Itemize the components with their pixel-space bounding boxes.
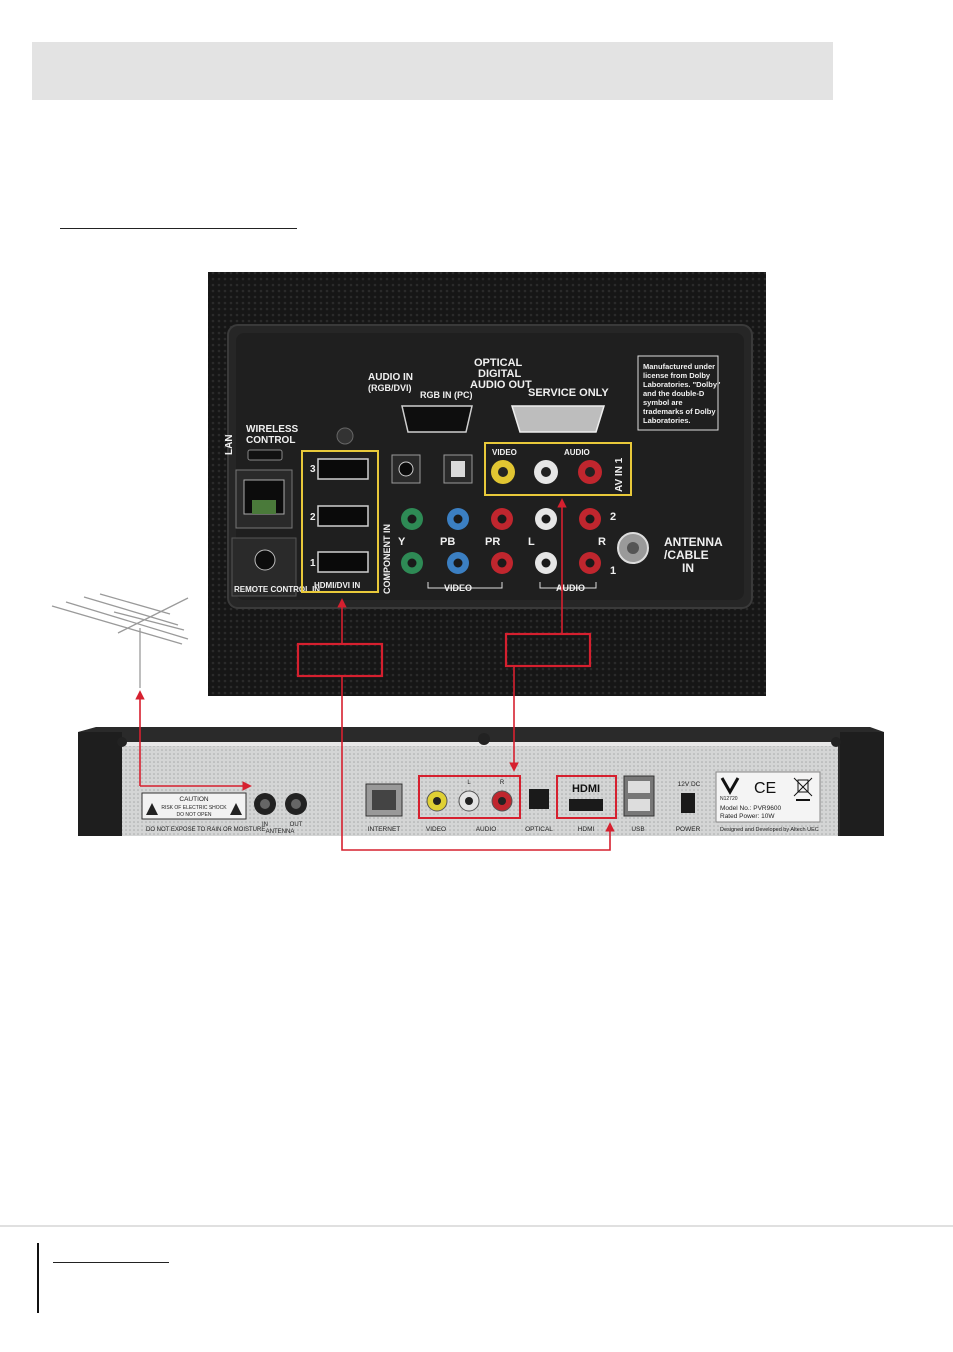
audio-in-label-1: AUDIO IN (368, 372, 413, 383)
rgb-in-label: RGB IN (PC) (420, 390, 473, 400)
internet-label: INTERNET (368, 826, 401, 833)
box-hdmi-label: HDMI (578, 826, 595, 833)
dolby-notice-2: license from Dolby (643, 371, 711, 380)
box-audio-r-label: R (500, 780, 505, 786)
component-audio-label: AUDIO (556, 583, 585, 593)
component-row-2-label: 2 (610, 511, 616, 523)
hdmi-port-1 (318, 552, 368, 572)
tv-antenna-label-2: /CABLE (664, 548, 709, 562)
remote-control-jack (255, 550, 275, 570)
component-pr-label: PR (485, 536, 500, 548)
component-l-label: L (528, 536, 535, 548)
box-designed-by: Designed and Developed by Altech UEC (720, 827, 819, 833)
lan-label: LAN (224, 434, 235, 455)
component-row-1-label: 1 (610, 565, 616, 577)
box-power-label: POWER (676, 826, 701, 833)
rgb-in-port (402, 406, 472, 432)
caution-line-1: RISK OF ELECTRIC SHOCK (161, 805, 227, 811)
tv-antenna-label-1: ANTENNA (664, 535, 723, 549)
service-port (512, 406, 604, 432)
footer-rule (0, 1225, 953, 1227)
footer-underline (53, 1262, 169, 1263)
optical-out-port (451, 461, 465, 477)
hdmi-port-3 (318, 459, 368, 479)
hdmi-in-label: HDMI/DVI IN (314, 581, 360, 590)
av-video-label: VIDEO (492, 448, 517, 457)
caution-title: CAUTION (179, 796, 209, 803)
box-model-line: Model No.: PVR9600 (720, 805, 781, 812)
outdoor-antenna-icon (52, 594, 188, 688)
box-antenna-label: ANTENNA (266, 829, 295, 835)
box-optical-port (529, 789, 549, 809)
box-hdmi-port (569, 799, 603, 811)
dolby-notice-6: trademarks of Dolby (643, 407, 716, 416)
hdmi-number-1: 1 (310, 558, 316, 569)
dolby-notice-1: Manufactured under (643, 362, 715, 371)
box-rated-power: Rated Power: 10W (720, 813, 775, 820)
audio-in-label-2: (RGB/DVI) (368, 383, 412, 393)
av-audio-label: AUDIO (564, 448, 590, 457)
footer-vertical-line (37, 1243, 39, 1313)
optical-label-3: AUDIO OUT (470, 379, 532, 391)
component-in-label: COMPONENT IN (382, 524, 392, 594)
set-top-box-rear-panel: CAUTION RISK OF ELECTRIC SHOCK DO NOT OP… (78, 727, 884, 836)
box-antenna-out-label: OUT (290, 822, 303, 828)
tv-rear-panel: LAN WIRELESS CONTROL REMOTE CONTROL IN 3… (208, 272, 766, 696)
av-in-label: AV IN 1 (614, 457, 625, 492)
component-y-label: Y (398, 536, 406, 548)
box-optical-label: OPTICAL (525, 826, 553, 833)
component-video-label: VIDEO (444, 583, 472, 593)
audio-in-jack (399, 462, 413, 476)
hdmi-port-2 (318, 506, 368, 526)
dolby-notice-3: Laboratories. "Dolby" (643, 380, 721, 389)
box-cert-code: N12720 (720, 796, 738, 802)
box-power-rating: 12V DC (678, 781, 701, 788)
moisture-warning: DO NOT EXPOSE TO RAIN OR MOISTURE (146, 827, 265, 833)
wireless-control-label-1: WIRELESS (246, 424, 299, 435)
service-only-label: SERVICE ONLY (528, 387, 609, 399)
box-audio-label: AUDIO (476, 826, 497, 833)
box-antenna-in-label: IN (262, 822, 268, 828)
dolby-notice-4: and the double-D (643, 389, 705, 398)
hdmi-number-3: 3 (310, 464, 316, 475)
dolby-notice-7: Laboratories. (643, 416, 691, 425)
component-r-label: R (598, 536, 606, 548)
box-power-port (681, 793, 695, 813)
box-hdmi-logo: HDMI (572, 783, 600, 795)
box-video-label: VIDEO (426, 826, 446, 833)
wireless-control-port (248, 450, 282, 460)
dolby-notice-5: symbol are (643, 398, 683, 407)
hdmi-number-2: 2 (310, 512, 316, 523)
box-usb-label: USB (631, 826, 644, 833)
component-pb-label: PB (440, 536, 455, 548)
tv-antenna-label-3: IN (682, 561, 694, 575)
ce-mark: CE (754, 780, 776, 797)
caution-line-2: DO NOT OPEN (177, 812, 212, 818)
wireless-control-label-2: CONTROL (246, 435, 295, 446)
